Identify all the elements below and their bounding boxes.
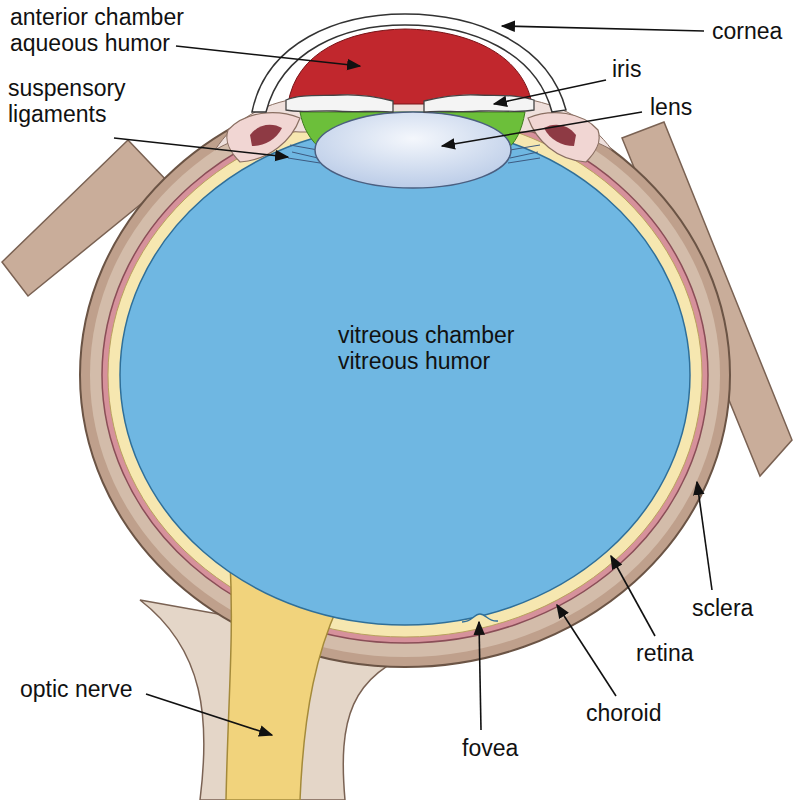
- part-label: suspensory ligaments: [8, 75, 143, 128]
- fovea: [462, 614, 498, 622]
- lens: [315, 112, 511, 188]
- sclera: [80, 83, 730, 667]
- leader-line: [557, 605, 616, 696]
- choroid: [102, 107, 708, 643]
- leader-line: [176, 46, 360, 66]
- iris: [286, 95, 393, 112]
- part-label: anterior chamber aqueous humor: [10, 4, 220, 57]
- part-label: choroid: [586, 700, 661, 726]
- part-label: sclera: [692, 595, 753, 621]
- part-label: lens: [650, 94, 692, 120]
- part-label: fovea: [462, 735, 518, 761]
- region-label: vitreous chamber vitreous humor: [338, 322, 543, 375]
- iris: [424, 95, 534, 112]
- leader-line: [697, 482, 712, 590]
- ciliary-muscle: [250, 125, 282, 146]
- sclera-inner: [90, 93, 720, 657]
- vitreous-humor: [120, 125, 690, 625]
- leader-line: [442, 112, 642, 146]
- leader-line: [611, 556, 655, 636]
- leader-line: [494, 80, 606, 104]
- part-label: iris: [612, 56, 641, 82]
- leader-line: [479, 622, 481, 730]
- leader-line: [146, 694, 272, 735]
- ciliary-body: [528, 113, 599, 162]
- leader-line: [114, 138, 288, 157]
- leader-lines: [114, 26, 712, 735]
- leader-line: [502, 26, 704, 31]
- part-label: retina: [636, 640, 694, 666]
- retina: [108, 113, 702, 637]
- part-label: cornea: [712, 18, 782, 44]
- part-label: optic nerve: [20, 676, 133, 702]
- cornea: [252, 14, 566, 112]
